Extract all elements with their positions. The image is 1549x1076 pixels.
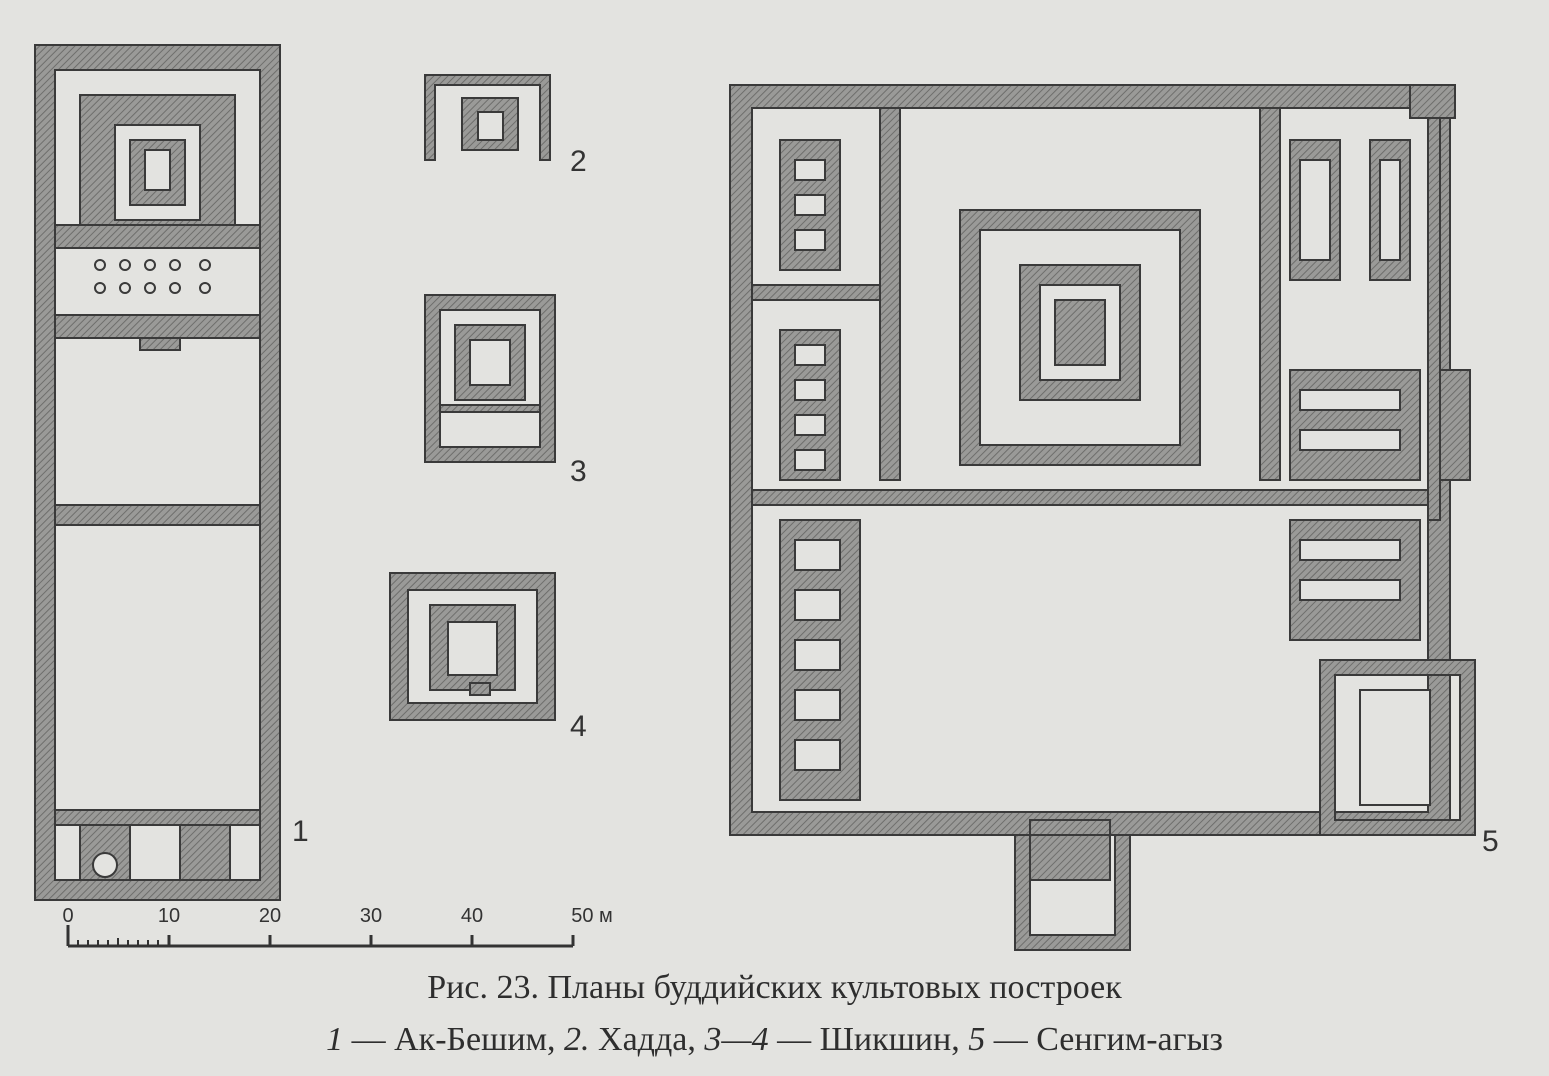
legend-name: — Шикшин,	[777, 1021, 960, 1058]
legend-name: — Сенгим-агыз	[993, 1021, 1223, 1058]
legend-num: 1	[326, 1021, 344, 1058]
scale-tick-label: 10	[157, 905, 181, 927]
scale-tick-label: 30	[359, 905, 383, 927]
scale-tick-label: 0	[62, 905, 74, 927]
legend-num: 3—4	[704, 1021, 769, 1058]
scale-tick-label: 20	[258, 905, 282, 927]
plan-1-ak-beshim	[34, 44, 281, 901]
figure-caption-title: Рис. 23. Планы буддийских культовых пост…	[427, 969, 1122, 1006]
plan-2-hadda	[424, 74, 551, 161]
plan-label-2: 2	[570, 145, 587, 178]
plan-label-3: 3	[570, 455, 587, 488]
scale-bar	[66, 925, 575, 948]
scale-tick-label: 40	[460, 905, 484, 927]
legend-num: 5	[968, 1021, 986, 1058]
legend-name: — Ак-Бешим,	[351, 1021, 556, 1058]
scale-tick-label: 50 м	[571, 905, 613, 927]
plan-label-4: 4	[570, 710, 587, 743]
legend-name: Хадда,	[598, 1021, 696, 1058]
legend-num: 2.	[564, 1021, 590, 1058]
plan-3-shikshin	[424, 294, 556, 463]
figure-caption-legend: 1 — Ак-Бешим, 2. Хадда, 3—4 — Шикшин, 5 …	[0, 1020, 1549, 1060]
plan-label-1: 1	[292, 815, 309, 848]
plan-label-5: 5	[1482, 825, 1499, 858]
plan-5-sengim-agyz	[729, 84, 1476, 951]
plan-4-shikshin	[389, 572, 556, 721]
